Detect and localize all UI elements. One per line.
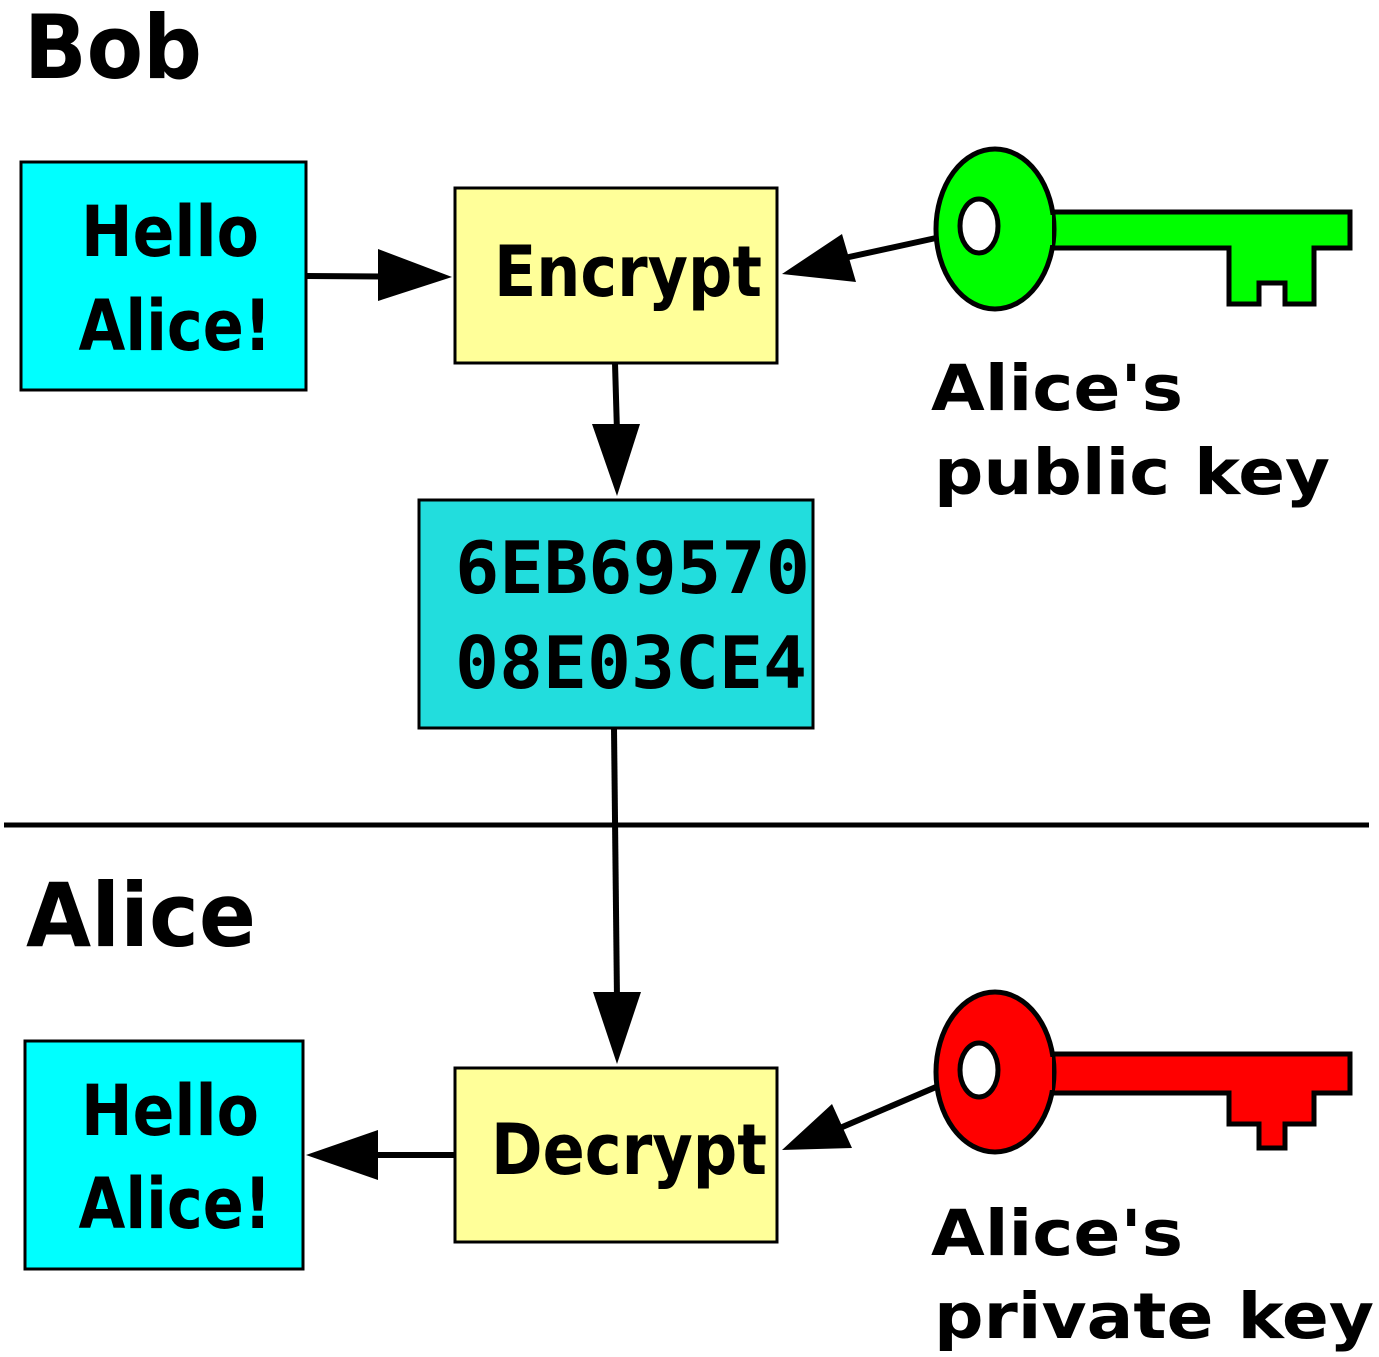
- ciphertext-line-1: 6EB69570: [455, 526, 810, 610]
- public-key-icon: [933, 146, 1353, 312]
- bob-section-title: Bob: [24, 0, 202, 99]
- arrow-ciphertext-to-decrypt: [593, 727, 641, 1064]
- decrypt-box: Decrypt: [453, 1066, 779, 1244]
- public-key-label-line-1: Alice's: [931, 352, 1183, 425]
- alice-message-line-2: Alice!: [79, 1163, 272, 1245]
- arrow-encrypt-to-ciphertext: [592, 362, 640, 496]
- bob-message-line-1: Hello: [81, 191, 259, 273]
- alice-message-box: Hello Alice!: [23, 1039, 305, 1271]
- arrow-public-key-to-encrypt: [782, 234, 937, 282]
- arrow-message-to-encrypt: [305, 249, 452, 301]
- public-key-label-line-2: public key: [934, 436, 1330, 509]
- bob-message-box: Hello Alice!: [19, 160, 308, 392]
- private-key-icon: [933, 989, 1353, 1155]
- arrow-decrypt-to-message: [306, 1130, 455, 1180]
- decrypt-label: Decrypt: [491, 1109, 767, 1191]
- ciphertext-box: 6EB69570 08E03CE4: [417, 498, 815, 730]
- alice-message-line-1: Hello: [81, 1070, 259, 1152]
- private-key-label-line-1: Alice's: [931, 1197, 1183, 1270]
- encrypt-box: Encrypt: [453, 186, 779, 365]
- arrow-private-key-to-decrypt: [782, 1084, 938, 1150]
- alice-section-title: Alice: [26, 864, 256, 967]
- private-key-label-line-2: private key: [934, 1280, 1374, 1353]
- encrypt-label: Encrypt: [494, 231, 762, 313]
- bob-message-line-2: Alice!: [79, 285, 272, 367]
- ciphertext-line-2: 08E03CE4: [455, 621, 807, 705]
